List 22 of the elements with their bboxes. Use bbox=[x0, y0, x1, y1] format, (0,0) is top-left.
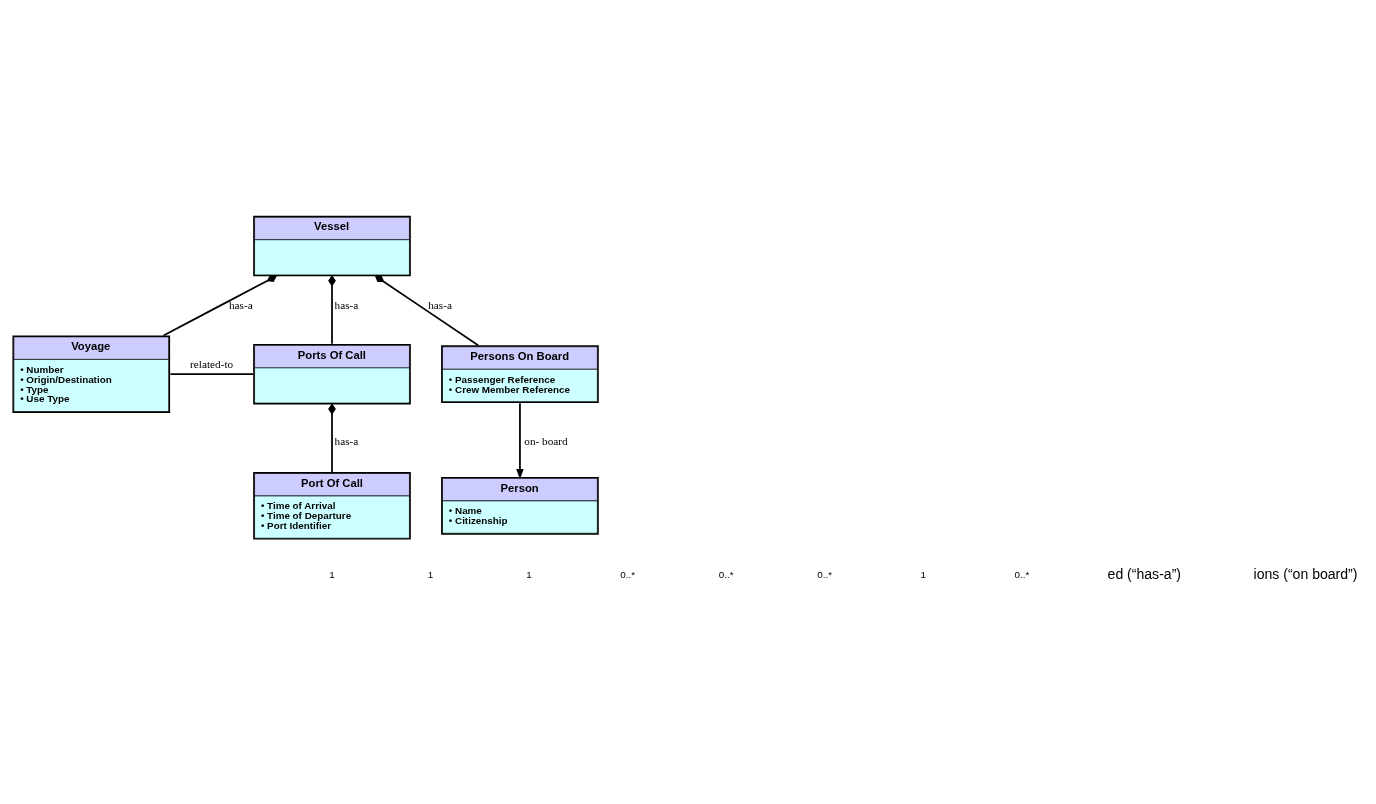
label: 1 bbox=[427, 569, 434, 581]
label: 1 bbox=[329, 569, 335, 581]
connector bbox=[328, 403, 336, 473]
connector bbox=[162, 275, 277, 337]
edge-label: has-a bbox=[334, 298, 359, 311]
connector bbox=[328, 274, 336, 345]
label: 1 bbox=[920, 569, 927, 581]
edge-label: has-a bbox=[228, 298, 253, 311]
label: 0..* bbox=[817, 569, 833, 581]
label: ed (“has-a”) bbox=[1107, 566, 1182, 583]
edge-label: on- board bbox=[524, 435, 568, 448]
label: 0..* bbox=[1014, 569, 1030, 581]
edge-label: related-to bbox=[190, 358, 234, 371]
label: 0..* bbox=[620, 569, 636, 581]
label: 1 bbox=[526, 569, 532, 581]
label: ions (“on board”) bbox=[1253, 566, 1358, 583]
connector bbox=[169, 373, 254, 376]
connector bbox=[374, 275, 479, 347]
arrow bbox=[516, 402, 524, 480]
edge-label: has-a bbox=[334, 435, 359, 448]
edge-label: has-a bbox=[428, 298, 452, 311]
label: 0..* bbox=[718, 569, 734, 581]
